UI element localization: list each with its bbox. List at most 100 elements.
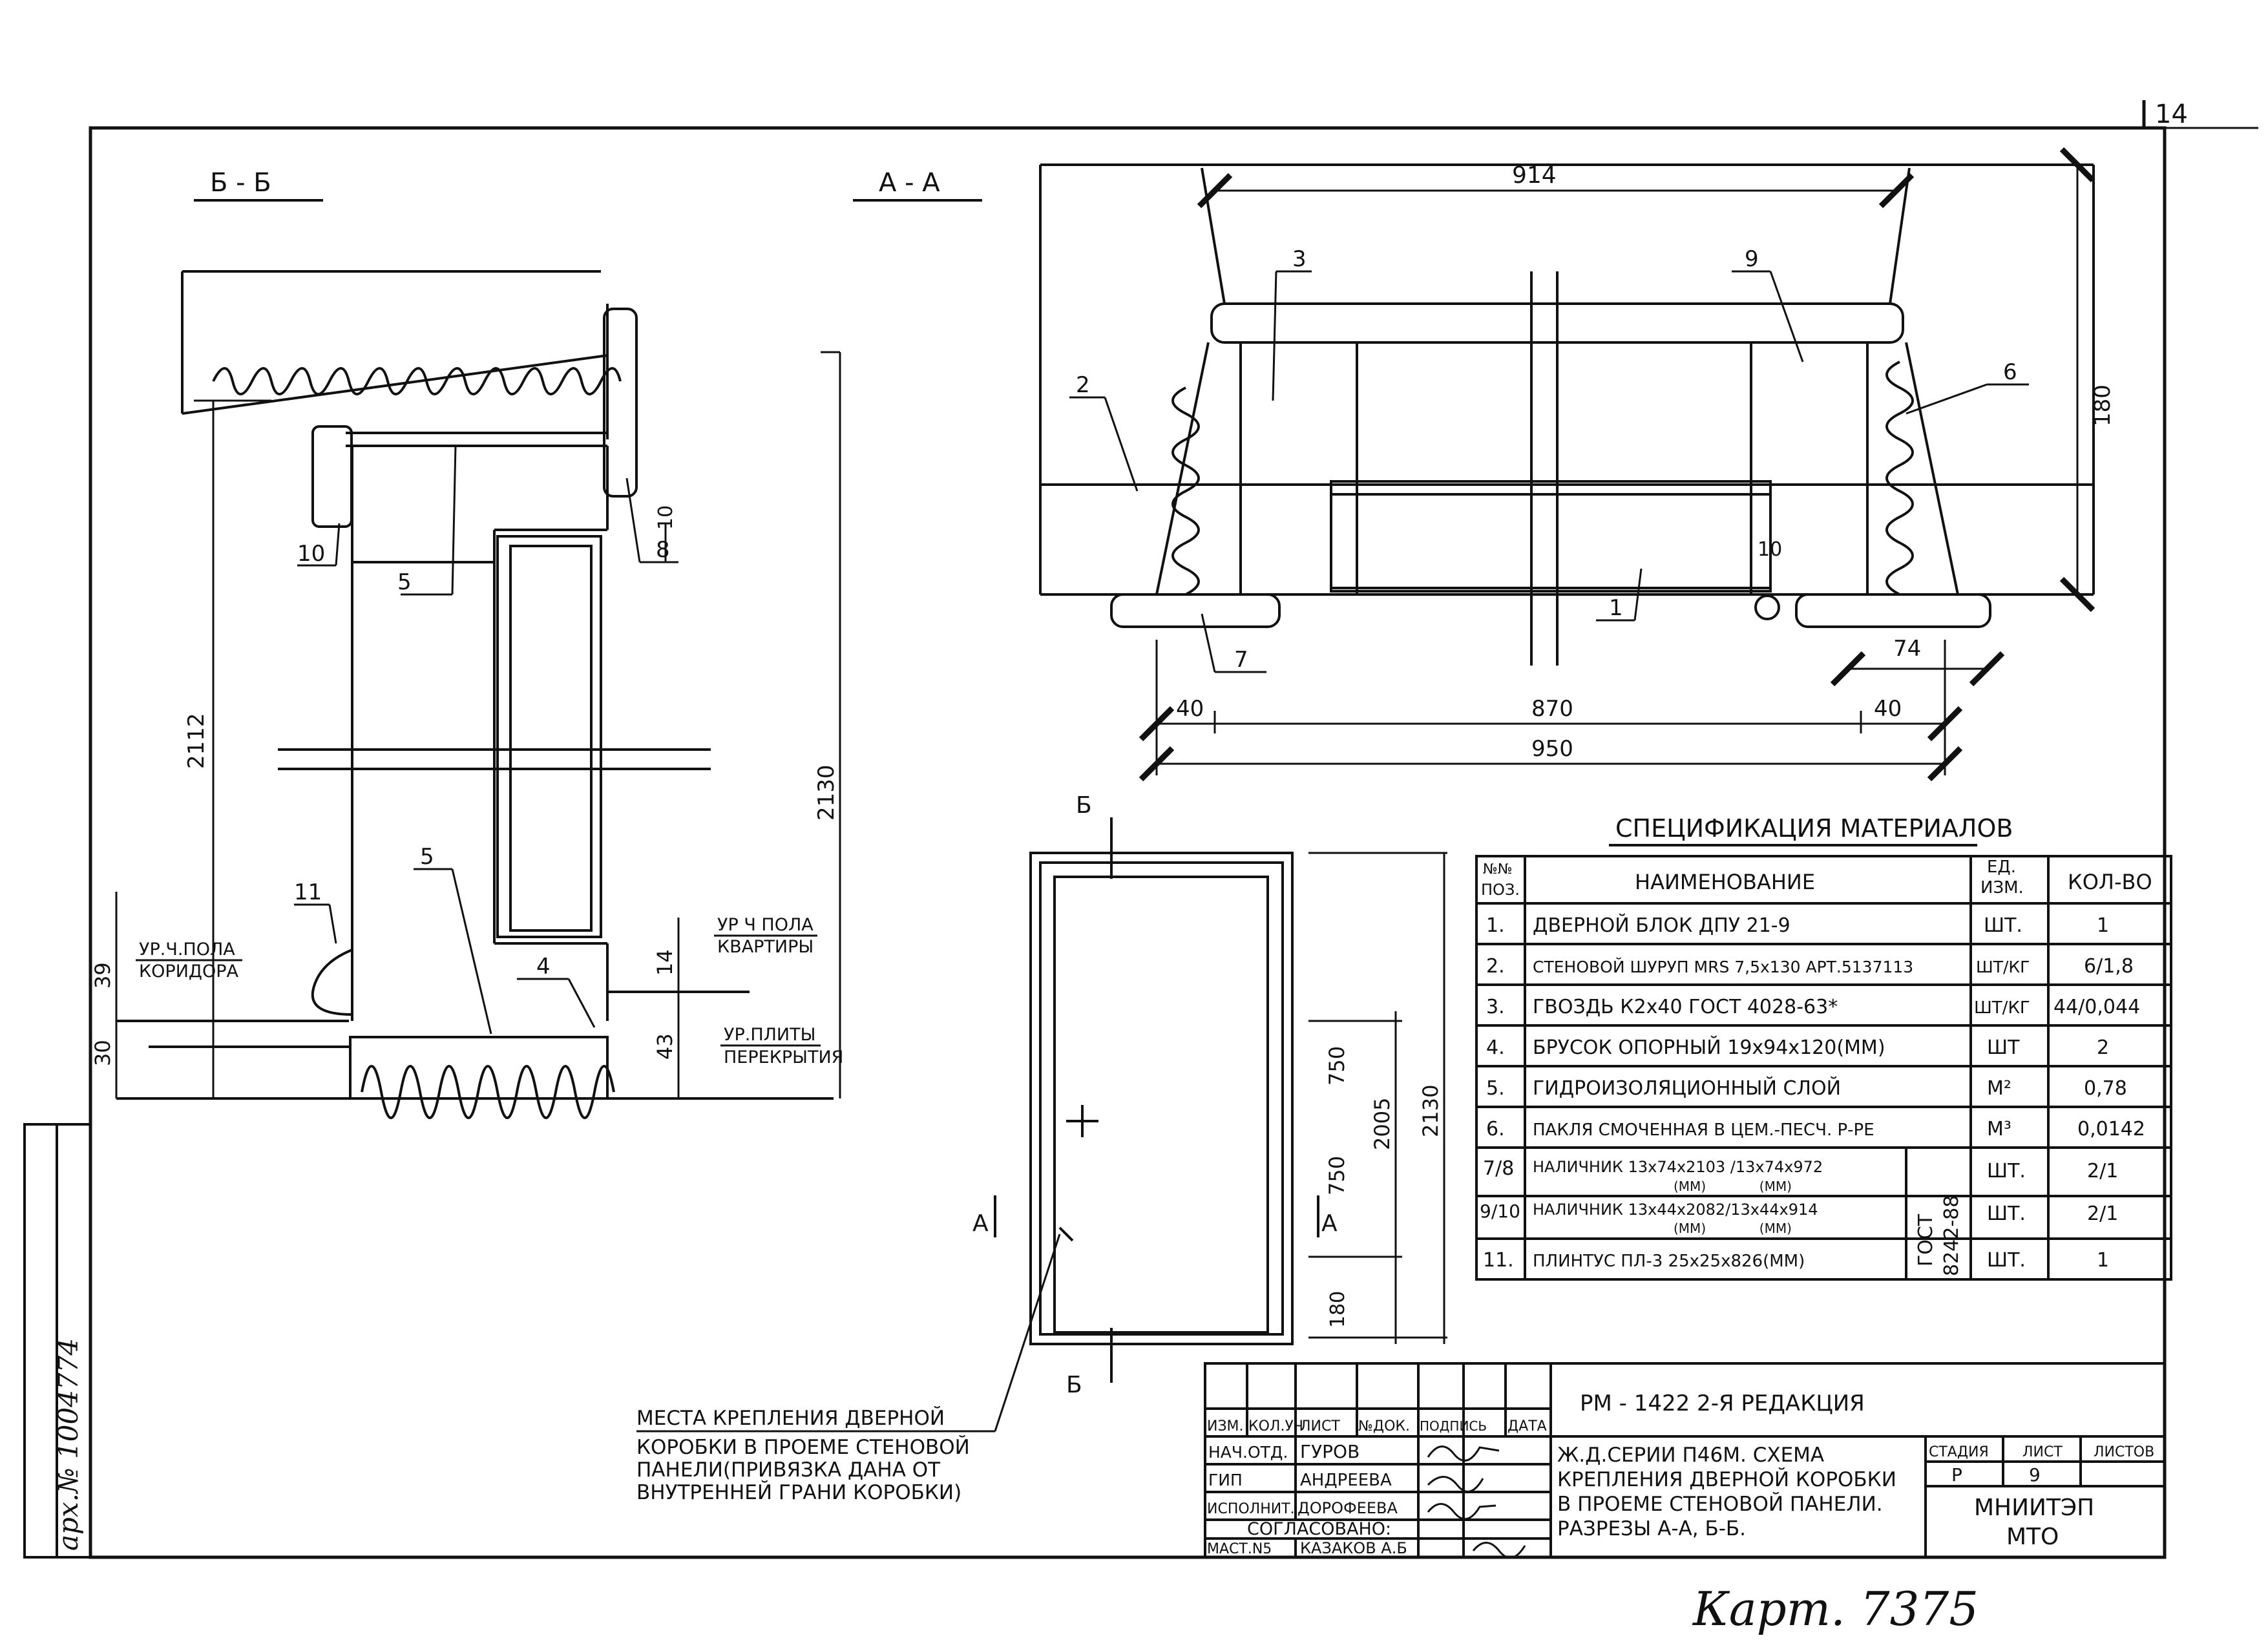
sheet-border (89, 100, 2258, 1559)
tb-role: ИСПОЛНИТ. (1207, 1501, 1295, 1517)
spec-row-2: 2. СТЕНОВОЙ ШУРУП MRS 7,5х130 АРТ.513711… (1486, 955, 2134, 978)
dim-10-aa: 10 (1758, 538, 1782, 561)
spec-row-unit: ШТ (1987, 1036, 2020, 1059)
callout-2: 2 (1076, 372, 1090, 398)
dim-40-right: 40 (1874, 696, 1902, 722)
page-number: 14 (2155, 100, 2188, 129)
note-line-3: ПАНЕЛИ(ПРИВЯЗКА ДАНА ОТ (636, 1458, 941, 1482)
cut-mark-a-right: А (1321, 1210, 1338, 1237)
tb-sheet-label: ЛИСТ (2022, 1444, 2063, 1460)
tb-desc-3: В ПРОЕМЕ СТЕНОВОЙ ПАНЕЛИ. (1557, 1493, 1883, 1516)
dim-10-bb: 10 (655, 505, 677, 530)
spec-row-pos: 11. (1483, 1249, 1514, 1272)
level-apartment-2: КВАРТИРЫ (717, 937, 814, 957)
section-bb: Б - Б (90, 168, 843, 1119)
spec-row-unit: М³ (1987, 1118, 2011, 1140)
spec-row-pos: 6. (1486, 1118, 1505, 1140)
section-aa-title: А - А (879, 168, 940, 198)
callout-5a: 5 (397, 569, 412, 595)
spec-row-pos: 1. (1486, 914, 1505, 937)
callout-7: 7 (1234, 647, 1248, 673)
spec-row-pos: 9/10 (1480, 1201, 1520, 1222)
spec-row-qty: 1 (2097, 1249, 2109, 1272)
spec-row-name-sub: (ММ) (ММ) (1674, 1179, 1792, 1194)
dim-750-top: 750 (1325, 1046, 1349, 1086)
tb-desc-2: КРЕПЛЕНИЯ ДВЕРНОЙ КОРОБКИ (1557, 1468, 1896, 1491)
card-label: Карт. 7375 (1692, 1582, 1979, 1636)
spec-row-qty: 44/0,044 (2053, 996, 2140, 1018)
spec-gost-1: ГОСТ (1915, 1213, 1937, 1266)
tb-desc-4: РАЗРЕЗЫ А-А, Б-Б. (1557, 1517, 1746, 1540)
spec-row-name: НАЛИЧНИК 13х44х2082/13х44х914 (1533, 1201, 1818, 1219)
spec-gost-2: 8242-88 (1940, 1195, 1963, 1276)
spec-row-pos: 5. (1486, 1077, 1505, 1100)
spec-hdr-qty: КОЛ-ВО (2068, 870, 2152, 894)
spec-row-9: 11. ПЛИНТУС ПЛ-3 25х25х826(ММ) ШТ. 1 (1483, 1249, 2109, 1272)
tb-hdr-kol: КОЛ.УЧ (1248, 1418, 1303, 1434)
spec-row-name: ПАКЛЯ СМОЧЕННАЯ В ЦЕМ.-ПЕСЧ. Р-РЕ (1533, 1120, 1874, 1140)
dim-30: 30 (90, 1040, 115, 1066)
section-bb-title: Б - Б (210, 168, 271, 198)
level-corridor-1: УР.Ч.ПОЛА (139, 940, 235, 960)
cut-mark-b-bottom: Б (1066, 1372, 1082, 1398)
dim-74: 74 (1893, 636, 1921, 662)
cut-mark-b-top: Б (1076, 792, 1092, 819)
spec-hdr-unit-2: ИЗМ. (1980, 878, 2024, 898)
spec-row-pos: 7/8 (1483, 1157, 1514, 1180)
title-block: ИЗМ. КОЛ.УЧ ЛИСТ №ДОК. ПОДПИСЬ ДАТА НАЧ.… (1204, 1362, 2166, 1559)
spec-row-qty: 2/1 (2087, 1160, 2118, 1182)
tb-stage-label: СТАДИЯ (1929, 1444, 1989, 1460)
spec-row-name: СТЕНОВОЙ ШУРУП MRS 7,5х130 АРТ.5137113 (1533, 958, 1913, 976)
spec-row-8: 9/10 НАЛИЧНИК 13х44х2082/13х44х914 (ММ) … (1480, 1201, 2118, 1236)
note-line-4: ВНУТРЕННЕЙ ГРАНИ КОРОБКИ) (636, 1481, 961, 1504)
spec-row-unit: ШТ. (1987, 1203, 2026, 1225)
callout-6: 6 (2003, 359, 2017, 385)
dim-2112: 2112 (184, 713, 209, 769)
spec-row-unit: ШТ/КГ (1974, 998, 2030, 1018)
cut-mark-a-left: А (972, 1210, 989, 1237)
dim-870: 870 (1531, 696, 1573, 722)
spec-row-name: ДВЕРНОЙ БЛОК ДПУ 21-9 (1533, 914, 1790, 937)
tb-agreed: СОГЛАСОВАНО: (1247, 1519, 1391, 1539)
spec-row-name-sub: (ММ) (ММ) (1674, 1221, 1792, 1236)
note-line-2: КОРОБКИ В ПРОЕМЕ СТЕНОВОЙ (636, 1436, 970, 1459)
spec-row-pos: 2. (1486, 955, 1505, 978)
spec-row-7: 7/8 НАЛИЧНИК 13х74х2103 /13х74х972 (ММ) … (1483, 1157, 2118, 1194)
callout-3: 3 (1292, 246, 1307, 272)
tb-person: ГУРОВ (1300, 1441, 1360, 1462)
spec-row-qty: 0,0142 (2077, 1118, 2145, 1140)
spec-row-pos: 3. (1486, 996, 1505, 1018)
dim-2130-bb: 2130 (814, 764, 839, 821)
spec-row-4: 4. БРУСОК ОПОРНЫЙ 19х94х120(ММ) ШТ 2 (1486, 1036, 2109, 1059)
dim-43: 43 (653, 1033, 677, 1060)
tb-mast-name: КАЗАКОВ А.Б (1300, 1539, 1407, 1557)
door-elevation: Б Б А А 750 750 2005 2130 180 МЕСТА КРЕП… (636, 792, 1447, 1504)
spec-row-pos: 4. (1486, 1036, 1505, 1059)
spec-row-unit: ШТ. (1987, 1160, 2026, 1182)
level-slab-2: ПЕРЕКРЫТИЯ (724, 1047, 843, 1067)
callout-9: 9 (1745, 246, 1759, 272)
spec-hdr-pos-2: ПОЗ. (1481, 881, 1520, 899)
tb-mast-role: МАСТ.N5 (1207, 1541, 1272, 1557)
tb-role: НАЧ.ОТД. (1208, 1443, 1288, 1462)
callout-11: 11 (294, 879, 322, 905)
callout-10-bb: 10 (297, 541, 325, 567)
dim-180-elev: 180 (1327, 1291, 1349, 1328)
tb-stage: Р (1951, 1464, 1962, 1486)
spec-hdr-pos-1: №№ (1483, 861, 1513, 877)
tb-document: РМ - 1422 2-Я РЕДАКЦИЯ (1580, 1391, 1865, 1416)
spec-hdr-name: НАИМЕНОВАНИЕ (1635, 870, 1815, 894)
spec-row-qty: 6/1,8 (2084, 955, 2134, 978)
spec-row-name: ПЛИНТУС ПЛ-3 25х25х826(ММ) (1533, 1252, 1805, 1271)
level-slab-1: УР.ПЛИТЫ (724, 1025, 815, 1045)
tb-sheet: 9 (2029, 1464, 2041, 1486)
tb-org-1: МНИИТЭП (1974, 1495, 2094, 1521)
signatures (1427, 1445, 1526, 1559)
tb-hdr-list: ЛИСТ (1300, 1418, 1340, 1434)
archive-stamp (23, 1123, 92, 1559)
tb-hdr-doc: №ДОК. (1358, 1418, 1410, 1434)
spec-row-name: БРУСОК ОПОРНЫЙ 19х94х120(ММ) (1533, 1036, 1885, 1059)
spec-row-1: 1. ДВЕРНОЙ БЛОК ДПУ 21-9 ШТ. 1 (1486, 914, 2109, 937)
fixing-note: МЕСТА КРЕПЛЕНИЯ ДВЕРНОЙ КОРОБКИ В ПРОЕМЕ… (636, 1234, 1061, 1504)
